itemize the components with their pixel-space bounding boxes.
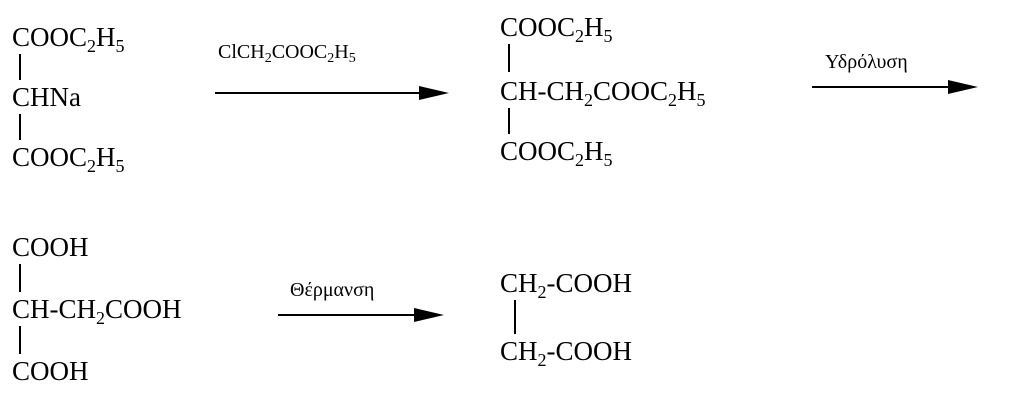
final-bottom-group: CH2-COOH — [500, 336, 633, 370]
heating-label: Θέρμανση — [290, 279, 375, 301]
reactant-bottom-ester: COOC2H5 — [12, 142, 125, 176]
reactant-chna: CHNa — [12, 82, 81, 112]
acid-top-cooh: COOH — [12, 232, 89, 262]
acid-main-chain: CH-CH2COOH — [12, 294, 182, 328]
reaction-arrow-3 — [278, 308, 444, 322]
final-bond — [514, 300, 516, 334]
product-top-ester: COOC2H5 — [500, 12, 613, 46]
final-top-group: CH2-COOH — [500, 268, 633, 302]
acid-bond-bottom — [19, 326, 21, 354]
reaction-arrow-1 — [215, 86, 449, 100]
reaction-arrow-2 — [812, 80, 978, 94]
reactant-bond-bottom — [19, 114, 21, 140]
product-main-chain: CH-CH2COOC2H5 — [500, 76, 706, 110]
reactant-top-ester: COOC2H5 — [12, 22, 125, 56]
reagent-label: ClCH2COOC2H5 — [218, 41, 356, 66]
product-bond-top — [508, 44, 510, 72]
product-bottom-ester: COOC2H5 — [500, 136, 613, 170]
reactant-bond-top — [19, 54, 21, 80]
acid-bond-top — [19, 264, 21, 292]
acid-bottom-cooh: COOH — [12, 356, 89, 386]
product-bond-bottom — [508, 108, 510, 134]
hydrolysis-label: Υδρόλυση — [825, 51, 908, 73]
